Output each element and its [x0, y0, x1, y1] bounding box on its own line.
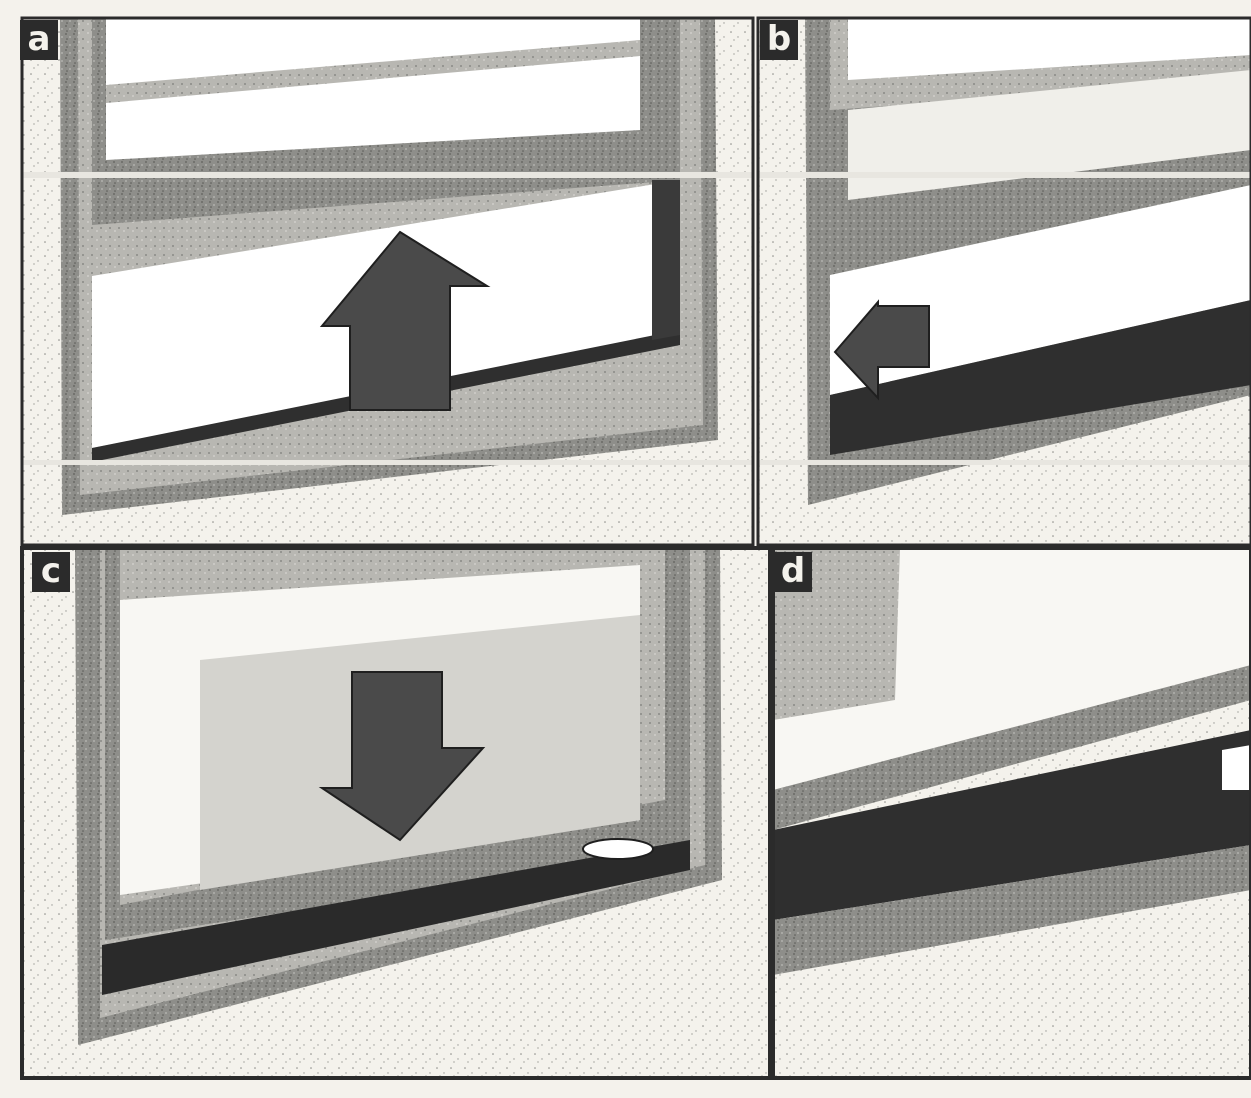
panel-label-d: d [774, 552, 812, 592]
right-arrow-icon [1222, 745, 1251, 790]
panel-label-a: a [20, 20, 58, 60]
panel-a-illustration [22, 18, 753, 515]
panel-label-b: b [760, 20, 798, 60]
handle-slot [583, 839, 653, 859]
panel-label-c: c [32, 552, 70, 592]
